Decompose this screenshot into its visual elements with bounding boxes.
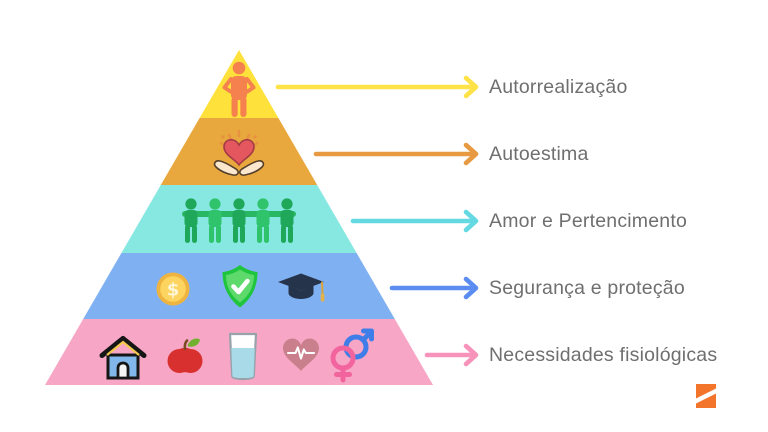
apple-icon: [167, 338, 203, 373]
house-icon: [99, 336, 147, 380]
level-label-seguranca-e-protecao: Segurança e proteção: [489, 277, 685, 299]
hourglass-logo-icon: [696, 384, 716, 408]
water-glass-icon: [228, 332, 258, 381]
arrow-level2: [313, 142, 479, 166]
arrow-head: [463, 75, 479, 99]
gender-symbols-icon: [330, 328, 374, 383]
level-label-necessidades-fisiologicas: Necessidades fisiológicas: [489, 344, 718, 366]
coin-dollar-symbol: $: [167, 280, 180, 301]
heart-pulse-icon: [283, 338, 319, 371]
coin-icon: $: [156, 272, 190, 306]
level-label-amor-e-pertencimento: Amor e Pertencimento: [489, 210, 688, 232]
arrow-head: [463, 343, 479, 367]
arrow-level4: [389, 276, 479, 300]
arrow-head: [463, 276, 479, 300]
level-label-autoestima: Autoestima: [489, 143, 589, 165]
hands-holding-heart-icon: [213, 129, 265, 176]
arrow-head: [463, 209, 479, 233]
group-people-icon: [182, 198, 296, 243]
person-icon: [222, 61, 256, 117]
arrow-head: [463, 142, 479, 166]
arrow-level3: [350, 209, 479, 233]
arrow-level5: [424, 343, 479, 367]
graduation-cap-icon: [278, 273, 325, 302]
arrow-level1: [275, 75, 479, 99]
level-label-autorrealizacao: Autorrealização: [489, 76, 628, 98]
shield-check-icon: [222, 265, 258, 308]
